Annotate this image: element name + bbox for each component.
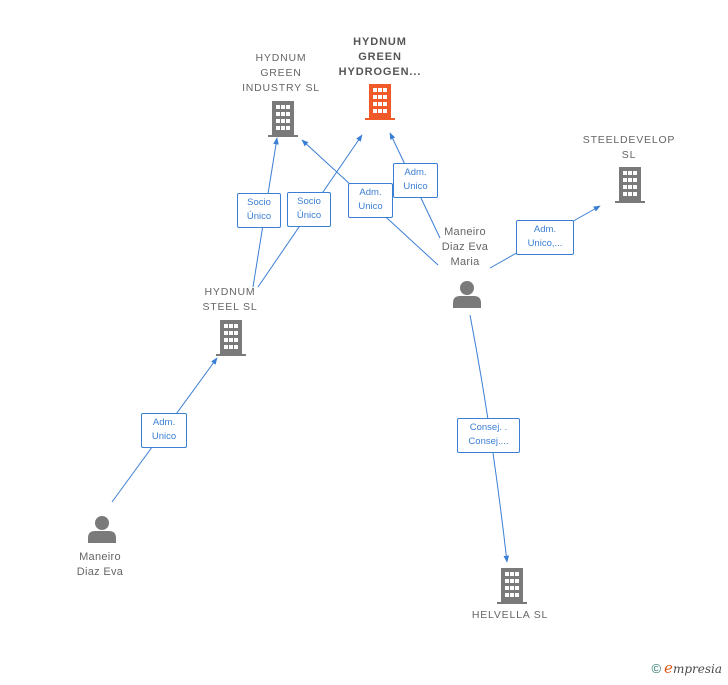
brand-name: mpresia (672, 662, 722, 676)
company-label-hydnum-green-hydrogen[interactable]: HYDNUM GREEN HYDROGEN... (338, 36, 422, 78)
edge-label-socio-unico[interactable]: Socio Único (237, 193, 281, 228)
footer-brand[interactable]: ©empresia (651, 659, 722, 677)
edge-label-adm-unico[interactable]: Adm. Unico,... (516, 220, 574, 255)
edge-label-adm-unico[interactable]: Adm. Unico (393, 163, 438, 198)
person-label-maneiro-diaz-eva-maria[interactable]: Maneiro Diaz Eva Maria (441, 226, 489, 268)
person-label-maneiro-diaz-eva[interactable]: Maneiro Diaz Eva (76, 551, 124, 578)
building-icon[interactable] (615, 167, 645, 203)
person-icon[interactable] (88, 515, 116, 543)
edge-label-adm-unico[interactable]: Adm. Unico (348, 183, 393, 218)
building-icon[interactable] (216, 320, 246, 356)
edge-label-adm-unico[interactable]: Adm. Unico (141, 413, 187, 448)
building-icon[interactable] (497, 568, 527, 604)
company-label-helvella[interactable]: HELVELLA SL (471, 609, 549, 621)
company-label-hydnum-steel[interactable]: HYDNUM STEEL SL (202, 286, 258, 313)
edge-label-socio-unico[interactable]: Socio Único (287, 192, 331, 227)
building-icon[interactable] (268, 101, 298, 137)
copyright-symbol: © (651, 661, 662, 676)
company-label-hydnum-green-industry[interactable]: HYDNUM GREEN INDUSTRY SL (242, 52, 320, 94)
building-icon-focus[interactable] (365, 84, 395, 120)
edge-label-consej[interactable]: Consej. . Consej.... (457, 418, 520, 453)
company-label-steeldevelop[interactable]: STEELDEVELOP SL (582, 134, 676, 161)
brand-initial: e (664, 659, 673, 677)
person-icon[interactable] (453, 280, 481, 308)
